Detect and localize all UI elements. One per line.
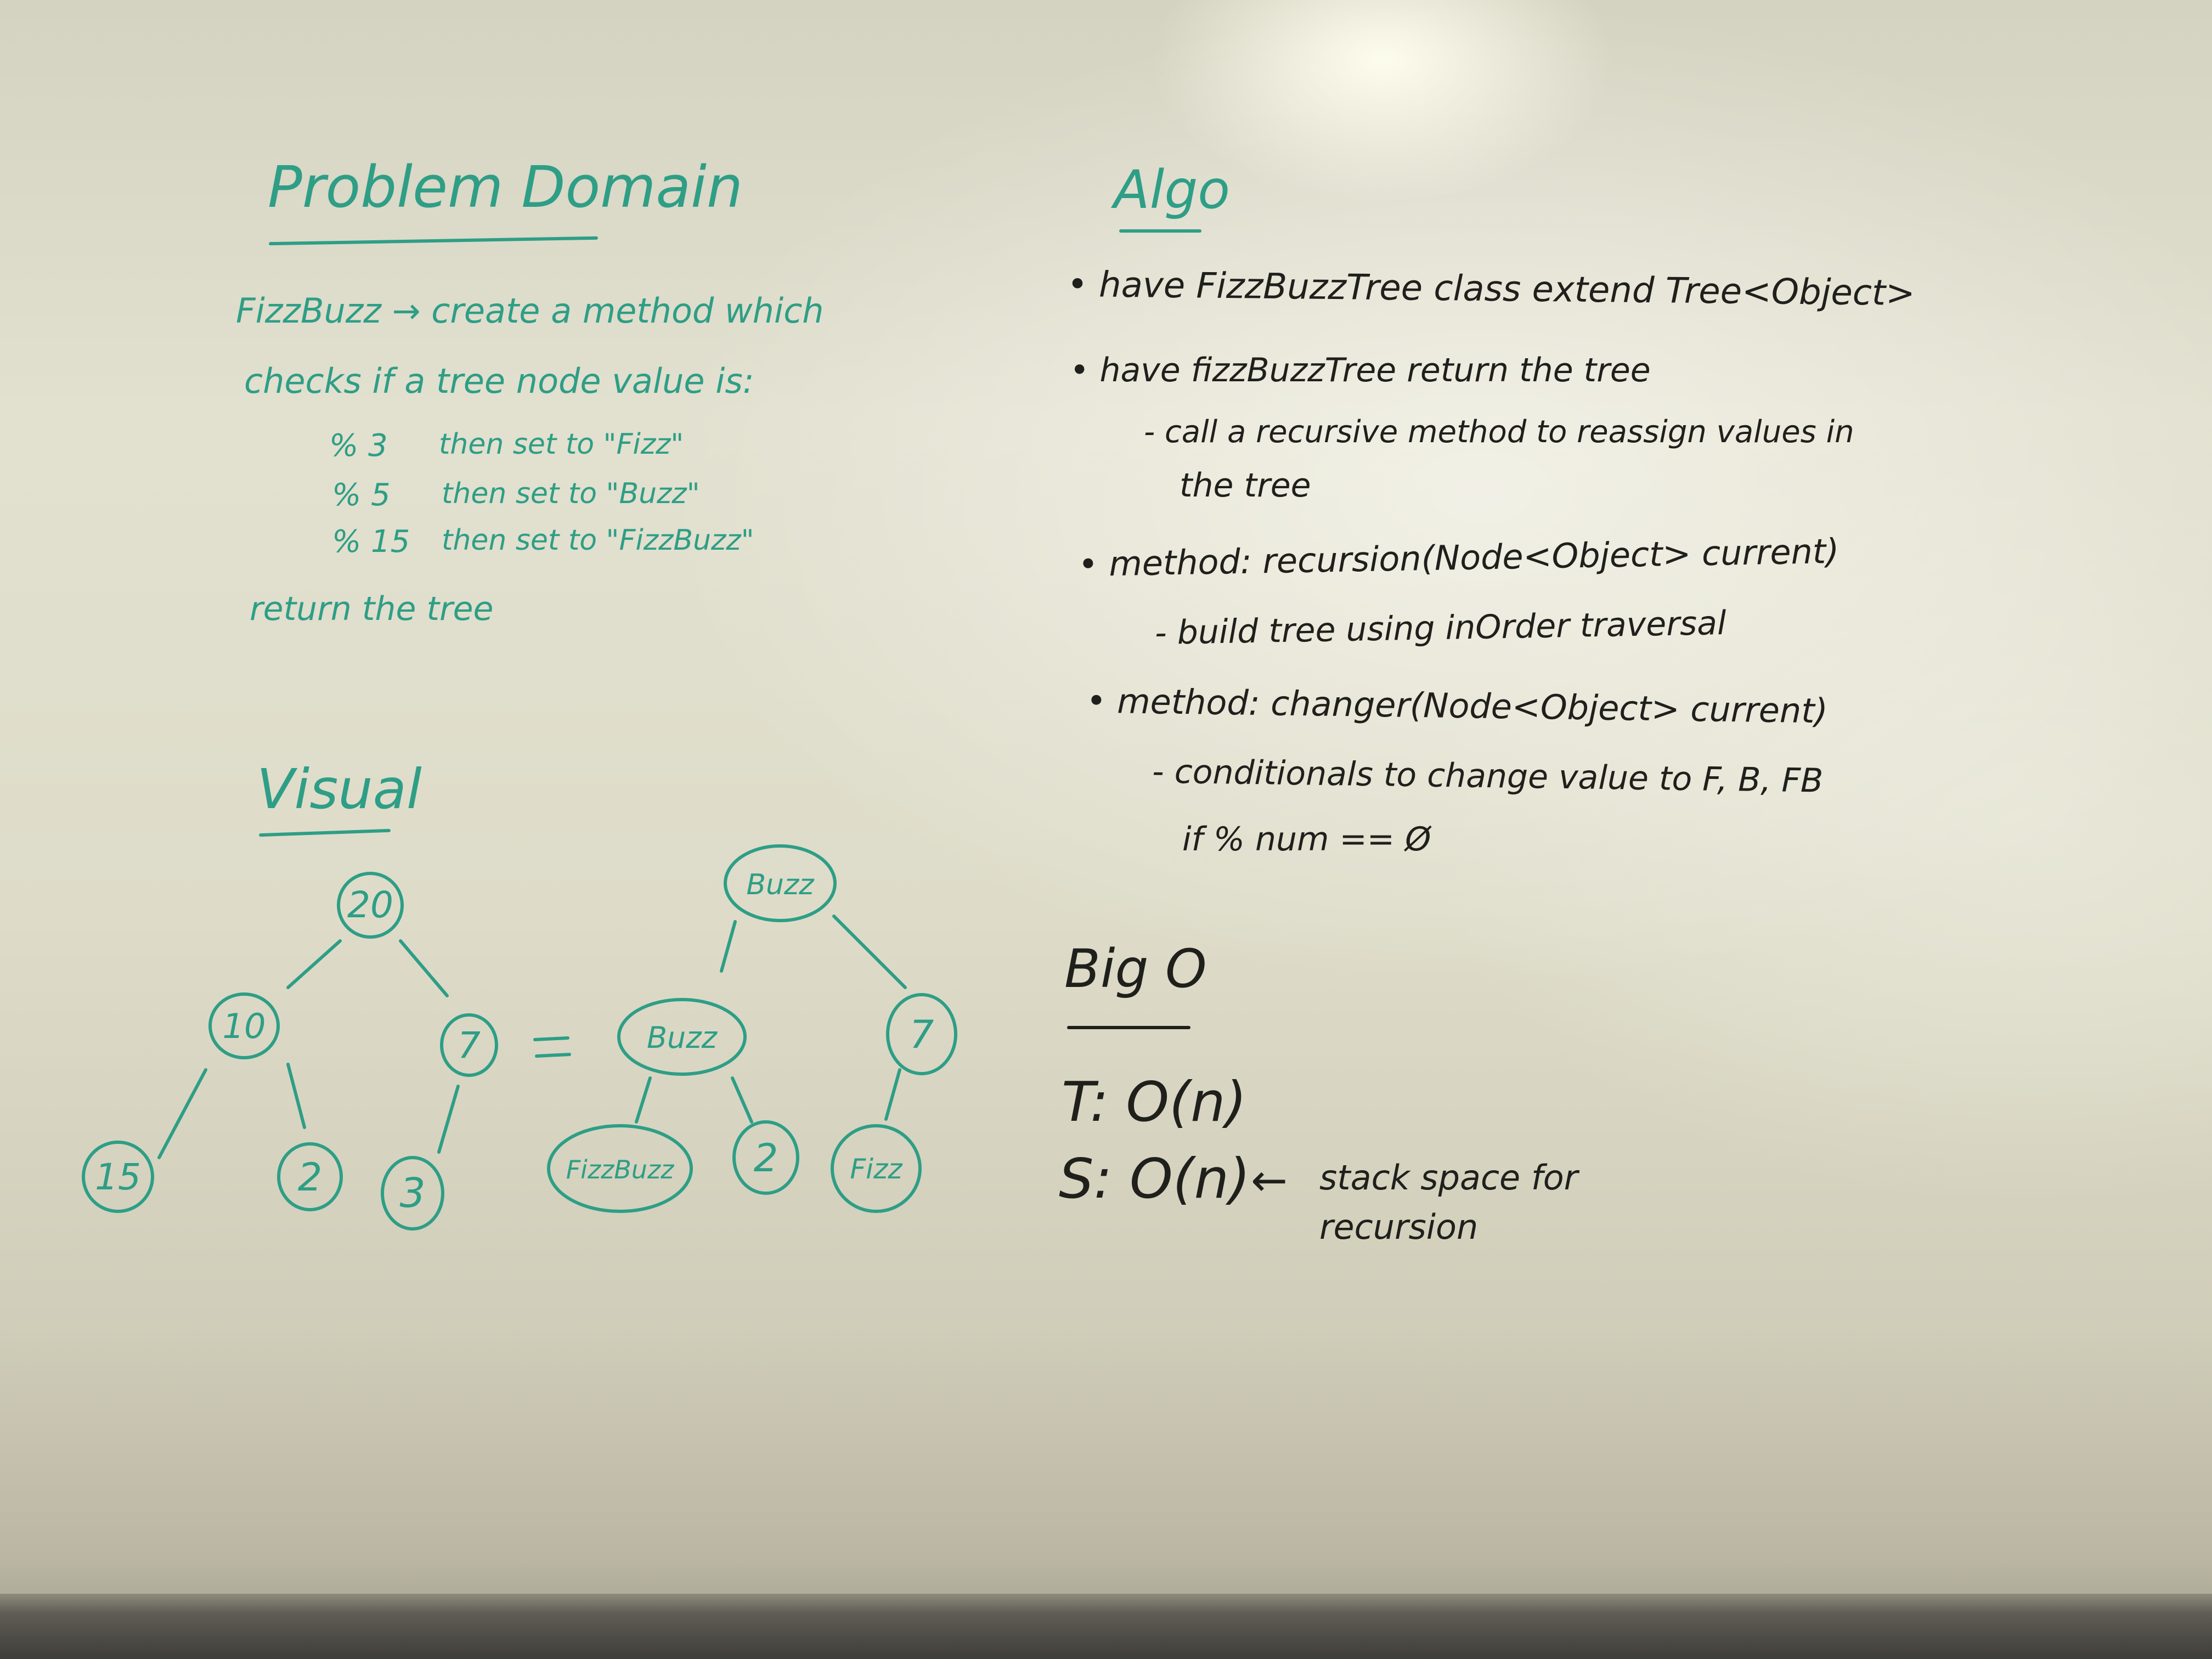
output-node-root-label: Buzz: [746, 868, 815, 901]
output-node-right-label: 7: [910, 1012, 934, 1057]
rule-text-3: then set to "Fizz": [439, 428, 684, 461]
tree-edge: [286, 939, 342, 989]
tree-edge: [437, 1085, 460, 1154]
output-node-left-right: [732, 1120, 799, 1195]
big-o-arrow: ←: [1251, 1155, 1288, 1206]
tree-edge: [720, 920, 737, 973]
tree-edge: [286, 1063, 306, 1129]
problem-line-1: FizzBuzz → create a method which: [236, 291, 824, 331]
big-o-time: T: O(n): [1062, 1070, 1247, 1134]
rule-text-15: then set to "FizzBuzz": [442, 524, 754, 557]
output-node-left-left-label: FizzBuzz: [566, 1155, 674, 1184]
tree-edge: [731, 1076, 753, 1124]
tree-edge: [399, 939, 449, 997]
input-node-right: [440, 1013, 498, 1077]
algo-heading: Algo: [1114, 159, 1231, 221]
algo-sub-1b: the tree: [1180, 466, 1311, 505]
tree-edge: [884, 1068, 901, 1121]
big-o-note-line-1: stack space for: [1319, 1158, 1578, 1198]
input-node-right-left-label: 3: [399, 1170, 425, 1217]
big-o-underline: [1067, 1026, 1190, 1029]
output-node-right-left-label: Fizz: [850, 1153, 903, 1185]
output-node-left-label: Buzz: [647, 1020, 718, 1055]
rule-mod-5: % 5: [332, 477, 391, 513]
tree-edge: [832, 915, 907, 989]
problem-domain-heading: Problem Domain: [268, 154, 743, 221]
algo-bullet-2: • have fizzBuzzTree return the tree: [1070, 351, 1651, 390]
big-o-note-line-2: recursion: [1319, 1207, 1479, 1247]
input-node-left-left: [82, 1141, 154, 1213]
input-node-right-left: [381, 1156, 444, 1231]
big-o-space: S: O(n): [1059, 1147, 1251, 1211]
input-node-right-label: 7: [458, 1024, 481, 1066]
output-node-right-left: [831, 1124, 922, 1213]
equals-sign-bottom: [535, 1053, 571, 1058]
output-node-left: [617, 998, 747, 1076]
input-node-left-label: 10: [223, 1006, 266, 1046]
input-node-left-right: [277, 1142, 343, 1211]
input-node-root-label: 20: [347, 884, 393, 926]
output-node-left-left: [547, 1124, 693, 1213]
algo-underline: [1119, 229, 1201, 233]
rule-mod-15: % 15: [332, 524, 410, 560]
output-node-root: [724, 844, 837, 922]
problem-return-line: return the tree: [250, 590, 494, 628]
algo-sub-4b: if % num == Ø: [1182, 820, 1431, 859]
output-node-left-right-label: 2: [754, 1136, 778, 1181]
algo-sub-1a: - call a recursive method to reassign va…: [1144, 414, 1854, 450]
input-node-left-left-label: 15: [95, 1156, 141, 1198]
visual-heading: Visual: [257, 757, 422, 821]
tree-edge: [157, 1068, 207, 1159]
input-node-left: [208, 992, 280, 1059]
rule-text-5: then set to "Buzz": [442, 477, 700, 510]
tree-edge: [635, 1076, 652, 1124]
rule-mod-3: % 3: [329, 428, 388, 464]
big-o-heading: Big O: [1064, 938, 1207, 1000]
input-node-root: [337, 872, 404, 939]
problem-line-2: checks if a tree node value is:: [244, 361, 754, 401]
output-node-right: [886, 993, 957, 1075]
marker-tray: [0, 1594, 2212, 1659]
equals-sign-top: [533, 1036, 569, 1041]
input-node-left-right-label: 2: [298, 1155, 323, 1200]
